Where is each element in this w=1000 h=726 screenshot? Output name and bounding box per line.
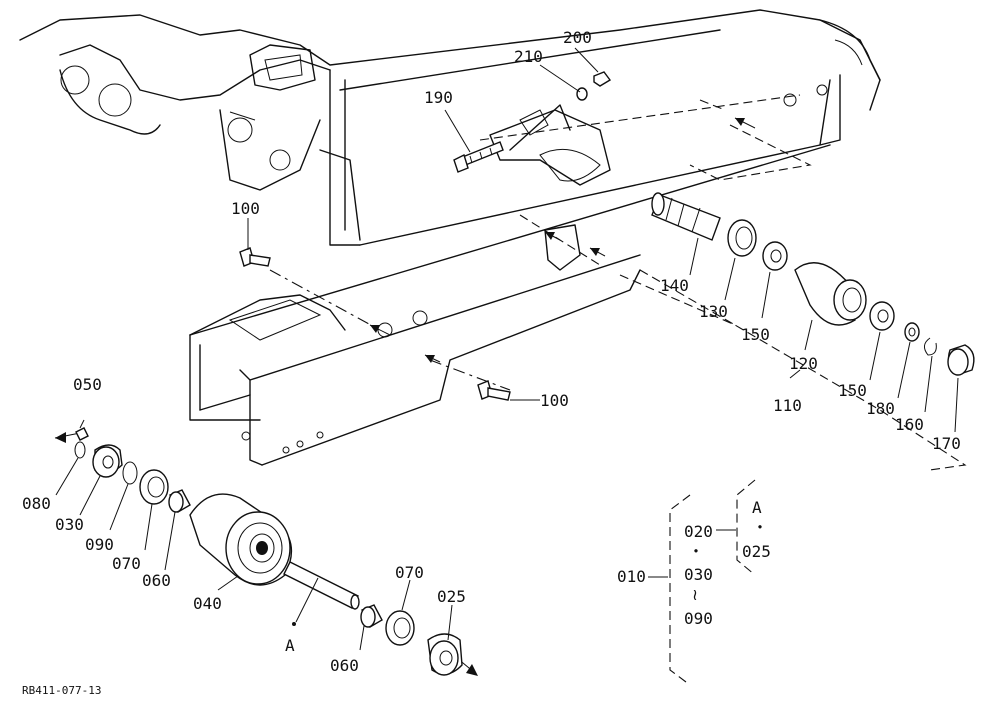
idler-shaft-140	[651, 192, 721, 241]
label-a-shaft: A	[285, 636, 295, 655]
nut-200	[593, 71, 612, 87]
track-roller-040	[189, 493, 293, 586]
seal-130	[727, 219, 757, 257]
assembly-legend	[648, 479, 756, 686]
label-170: 170	[932, 434, 961, 453]
legend-tilde: ≀	[692, 585, 698, 604]
roller-120	[794, 262, 867, 326]
label-150-left: 150	[741, 325, 770, 344]
label-150-right: 150	[838, 381, 867, 400]
leader-lines	[55, 47, 959, 651]
seal-070-left	[139, 469, 169, 505]
label-030: 030	[55, 515, 84, 534]
legend-025: 025	[742, 542, 771, 561]
legend-020: 020	[684, 522, 713, 541]
label-050: 050	[73, 375, 102, 394]
bolt-100-lower	[477, 380, 511, 401]
washer-210	[576, 87, 588, 101]
label-120: 120	[789, 354, 818, 373]
seal-070-right	[385, 610, 415, 646]
callout-labels: 200 210 190 100 100 140 130 150 120 110 …	[22, 28, 961, 697]
label-060-left: 060	[142, 571, 171, 590]
bolt-100-upper	[239, 247, 271, 267]
legend-dot-020: ・	[688, 542, 704, 561]
legend-a: A	[752, 498, 762, 517]
label-210: 210	[514, 47, 543, 66]
collar-150-left	[762, 241, 788, 271]
washer-180	[904, 322, 920, 342]
label-140: 140	[660, 276, 689, 295]
lower-roller-guides	[54, 431, 478, 676]
drawing-code: RB411-077-13	[22, 684, 101, 697]
track-frame	[19, 9, 881, 466]
cap-170	[947, 344, 975, 376]
label-180: 180	[866, 399, 895, 418]
legend-090: 090	[684, 609, 713, 628]
collar-030	[92, 444, 123, 478]
label-060-right: 060	[330, 656, 359, 675]
bushing-060-right	[360, 604, 383, 628]
o-ring-080	[74, 441, 86, 459]
label-100-upper: 100	[231, 199, 260, 218]
legend-010: 010	[617, 567, 646, 586]
label-025: 025	[437, 587, 466, 606]
label-160: 160	[895, 415, 924, 434]
label-070-left: 070	[112, 554, 141, 573]
collar-025	[427, 633, 463, 676]
collar-150-right	[869, 301, 895, 331]
o-ring-090	[122, 461, 138, 485]
bolt-190	[453, 141, 504, 173]
label-110: 110	[773, 396, 802, 415]
label-200: 200	[563, 28, 592, 47]
label-190: 190	[424, 88, 453, 107]
label-100-lower: 100	[540, 391, 569, 410]
plug-050	[75, 427, 89, 441]
snap-ring-160	[924, 337, 937, 356]
bushing-060-left	[168, 489, 191, 513]
label-070-right: 070	[395, 563, 424, 582]
roller-shaft	[283, 561, 360, 626]
frame-guide-lines	[269, 94, 967, 471]
label-090: 090	[85, 535, 114, 554]
legend-030: 030	[684, 565, 713, 584]
legend-dot-a: ・	[752, 518, 768, 537]
label-130: 130	[699, 302, 728, 321]
label-080: 080	[22, 494, 51, 513]
label-040: 040	[193, 594, 222, 613]
